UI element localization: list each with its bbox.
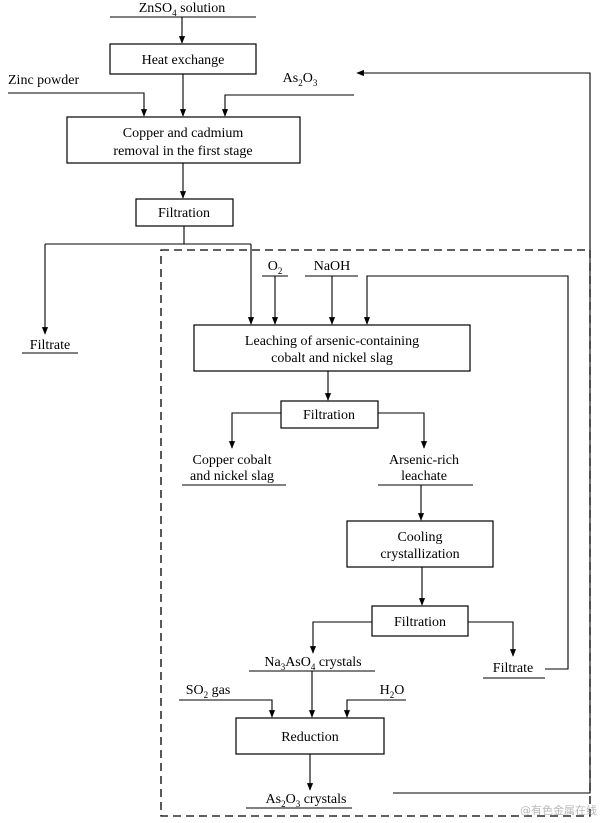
arrow-filtrate-recycle (363, 275, 569, 670)
copper-slag-line2: and nickel slag (190, 469, 274, 484)
arrow-to-arsenic-leachate (378, 412, 428, 449)
arrow-h2o (343, 699, 406, 718)
arrow-zinc-powder (8, 92, 148, 117)
arrow-as2o3-input (221, 94, 354, 117)
copper-removal-line2: removal in the first stage (113, 144, 252, 159)
filtration-3-box (371, 605, 469, 637)
filtrate-1-label: Filtrate (30, 338, 70, 353)
na3aso4-label: Na3AsO4 crystals (264, 655, 361, 672)
heat-exchange-box (109, 43, 257, 75)
arsenic-leachate-line1: Arsenic-rich (389, 453, 459, 468)
naoh-label: NaOH (314, 259, 351, 274)
reduction-label: Reduction (281, 730, 339, 745)
as2o3-input-label: As2O3 (283, 71, 318, 88)
filtration-1-label: Filtration (158, 206, 210, 221)
filtration-2-box (280, 400, 379, 429)
leaching-line2: cobalt and nickel slag (271, 351, 393, 366)
zinc-powder-label: Zinc powder (8, 73, 79, 88)
copper-removal-line1: Copper and cadmium (123, 126, 244, 141)
arrow-so2-gas (179, 699, 276, 718)
leaching-line1: Leaching of arsenic-containing (245, 334, 419, 349)
filtrate-2-label: Filtrate (493, 661, 533, 676)
znso4-solution-label: ZnSO4 solution (139, 1, 226, 18)
watermark-text: @有色金属在线 (520, 803, 597, 817)
arrow-as2o3-recycle (356, 69, 591, 794)
arrow-to-filtrate-2 (468, 621, 517, 657)
cooling-line1: Cooling (397, 530, 442, 545)
copper-slag-line1: Copper cobalt (193, 453, 272, 468)
heat-exchange-label: Heat exchange (142, 53, 225, 68)
filtration-3-label: Filtration (394, 615, 446, 630)
arrow-to-copper-slag (228, 412, 281, 449)
arsenic-leachate-line2: leachate (401, 469, 447, 484)
as2o3-crystals-label: As2O3 crystals (266, 792, 347, 809)
cooling-line2: crystallization (380, 547, 459, 562)
leaching-box (193, 324, 471, 372)
h2o-label: H2O (380, 683, 405, 700)
o2-label: O2 (268, 259, 283, 276)
filtration-1-box (135, 198, 234, 227)
cooling-crystallization-box (346, 520, 494, 568)
filtration-2-label: Filtration (303, 408, 355, 423)
arrow-to-na3aso4 (309, 621, 372, 654)
dashed-boundary (160, 249, 591, 817)
so2-gas-label: SO2 gas (186, 683, 231, 700)
